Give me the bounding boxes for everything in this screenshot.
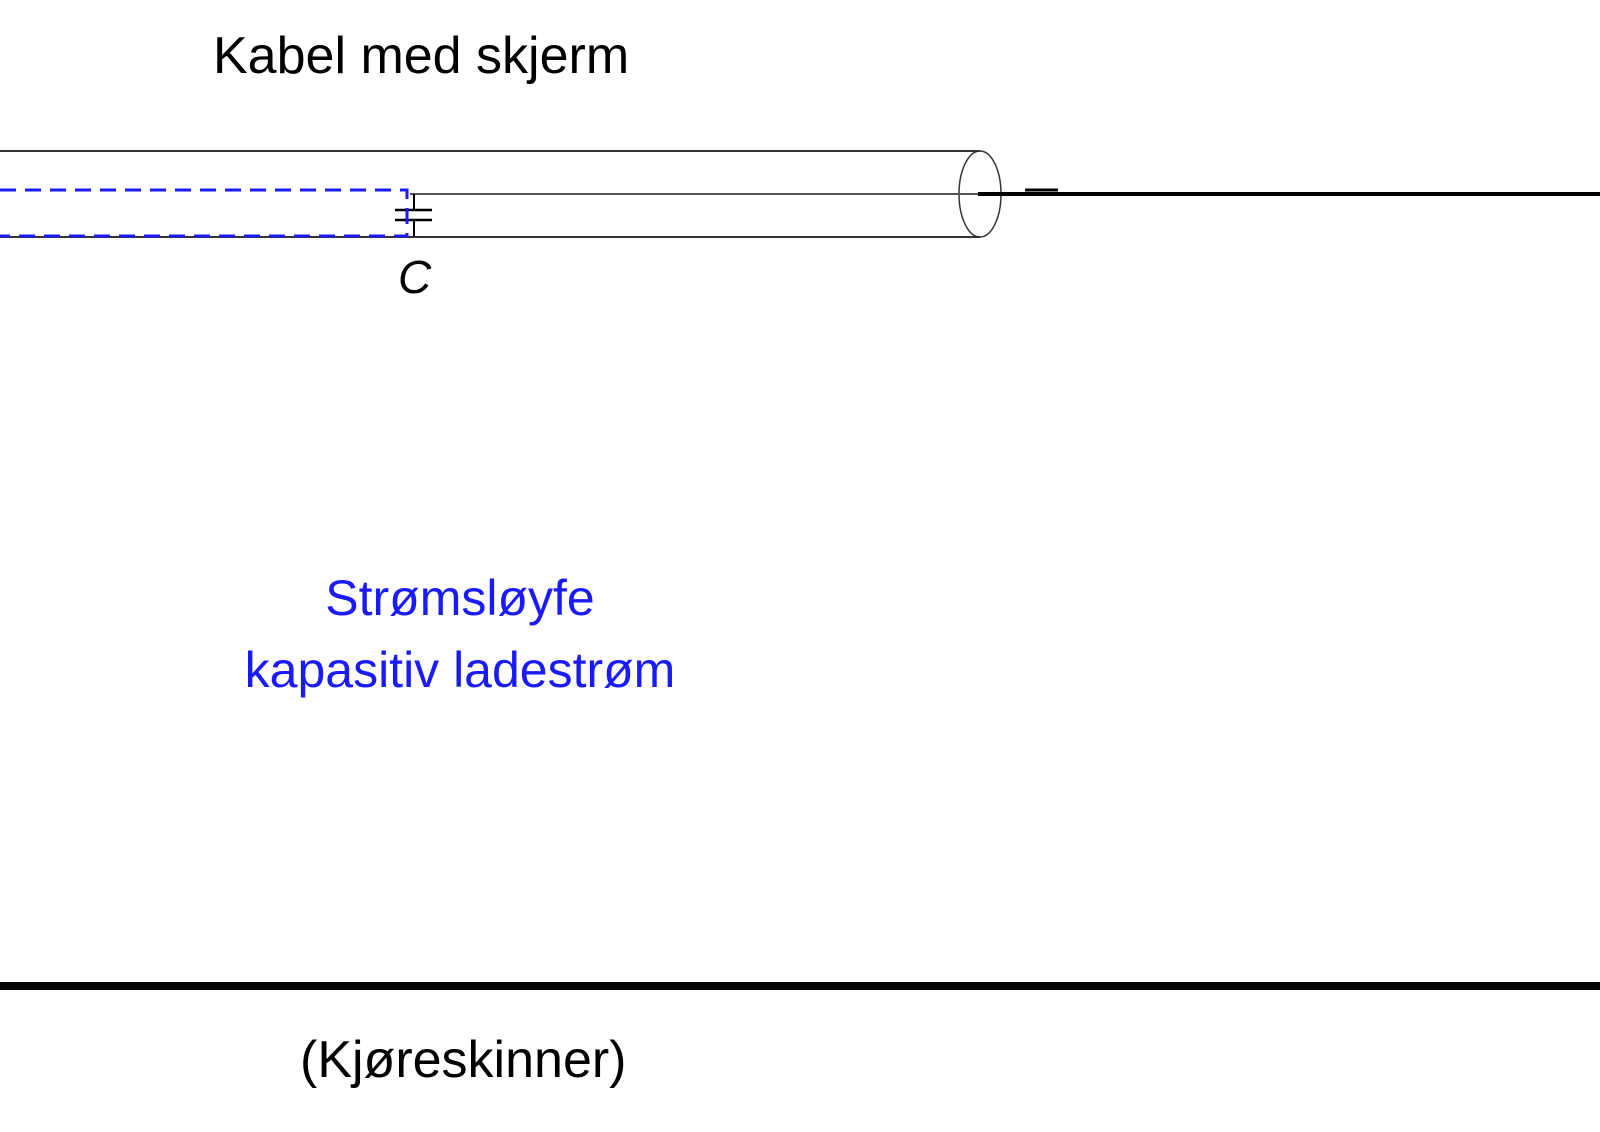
capacitor-symbol bbox=[395, 194, 432, 236]
rails-label: (Kjøreskinner) bbox=[300, 1031, 627, 1089]
current-loop-label-line2: kapasitiv ladestrøm bbox=[244, 642, 676, 698]
current-loop-label-line1: Strømsløyfe bbox=[325, 570, 595, 626]
cable-label: Kabel med skjerm bbox=[213, 27, 630, 85]
current-loop-label: Strømsløyfe kapasitiv ladestrøm bbox=[200, 562, 720, 706]
shielded-cable bbox=[0, 150, 1002, 238]
current-loop-path bbox=[0, 188, 409, 238]
capacitance-label: C bbox=[398, 251, 432, 303]
